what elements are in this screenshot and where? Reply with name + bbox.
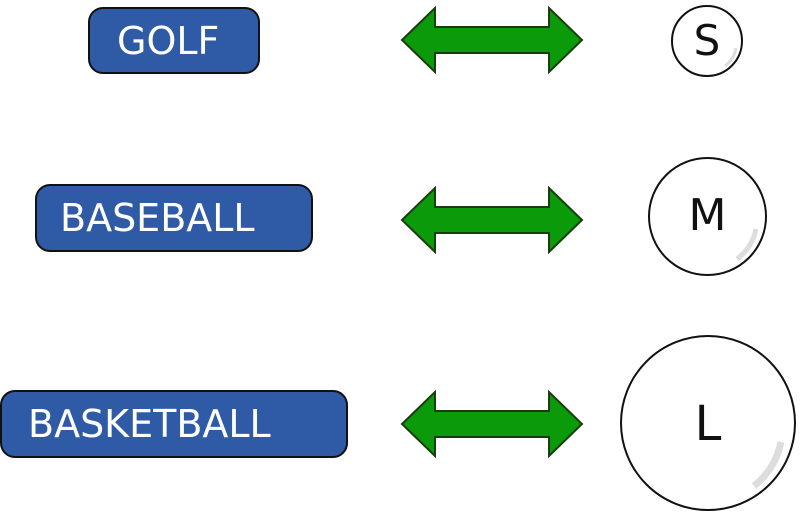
size-circle-medium: M xyxy=(647,156,768,277)
sport-label-text: BASEBALL xyxy=(60,196,255,240)
sport-label-basketball: BASKETBALL xyxy=(0,390,348,458)
double-headed-arrow-icon xyxy=(400,186,584,254)
size-label: M xyxy=(688,190,727,241)
circle-icon xyxy=(620,335,796,511)
size-circle-large: L xyxy=(619,334,797,512)
double-headed-arrow-icon xyxy=(400,390,584,458)
size-circle-small: S xyxy=(670,4,744,78)
sport-label-golf: GOLF xyxy=(88,7,260,74)
sport-label-text: GOLF xyxy=(117,18,220,63)
circle-icon xyxy=(648,157,767,276)
sport-label-text: BASKETBALL xyxy=(28,402,271,446)
double-headed-arrow-icon xyxy=(400,6,584,74)
sport-label-baseball: BASEBALL xyxy=(35,184,313,252)
circle-icon xyxy=(671,5,743,77)
size-label: S xyxy=(693,16,721,65)
size-label: L xyxy=(694,396,722,452)
